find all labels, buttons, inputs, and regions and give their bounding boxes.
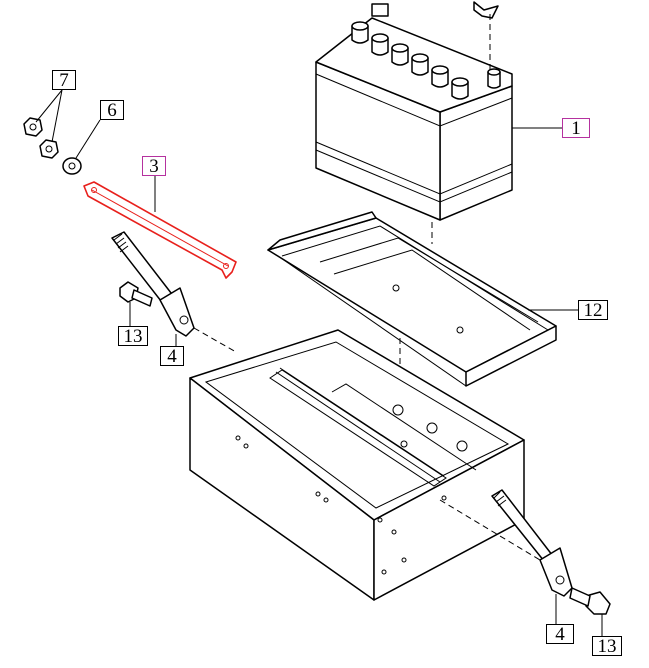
callout-washer[interactable]: 6 xyxy=(100,100,124,121)
washer[interactable] xyxy=(62,157,82,175)
j-bolt-left[interactable] xyxy=(111,231,195,337)
callout-battery[interactable]: 1 xyxy=(562,118,590,139)
callout-j-bolt-left[interactable]: 4 xyxy=(160,346,184,367)
callout-bolt-right[interactable]: 13 xyxy=(592,636,622,657)
battery-tray[interactable] xyxy=(189,329,525,601)
bolt-left[interactable] xyxy=(119,281,153,307)
bolt-right[interactable] xyxy=(569,587,611,615)
callout-j-bolt-right[interactable]: 4 xyxy=(546,624,574,645)
battery-mat[interactable] xyxy=(267,211,557,387)
j-bolt-right[interactable] xyxy=(491,489,573,597)
callout-hold-down-bar[interactable]: 3 xyxy=(142,156,166,177)
hold-down-bar[interactable] xyxy=(83,181,237,279)
callout-bolt-left[interactable]: 13 xyxy=(118,326,148,347)
battery[interactable] xyxy=(315,1,513,221)
callout-battery-mat[interactable]: 12 xyxy=(578,300,608,321)
callout-nut[interactable]: 7 xyxy=(52,70,76,91)
nut[interactable] xyxy=(23,117,59,159)
